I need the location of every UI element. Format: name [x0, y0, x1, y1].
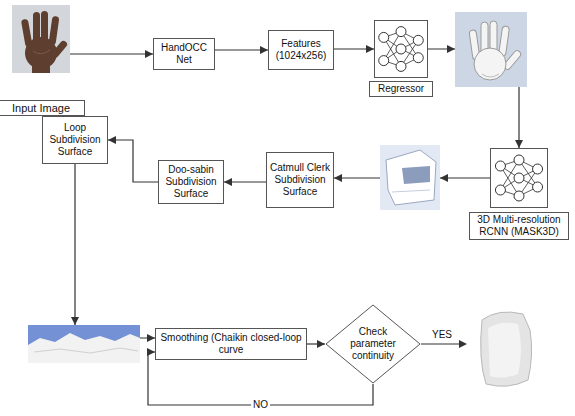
- node-label: 3D Multi-resolution RCNN (MASK3D): [469, 212, 569, 240]
- flow-arrow: [334, 48, 374, 49]
- node-text: Features (1024x256): [272, 38, 330, 62]
- drawing-part: [481, 312, 532, 386]
- drawing-part: [491, 149, 548, 208]
- drawing-part: [28, 333, 140, 363]
- drawing-part: [32, 63, 50, 73]
- drawing-part: [379, 56, 389, 66]
- node-text: Doo-sabin Subdivision Surface: [162, 164, 220, 200]
- network-symbol: [490, 148, 548, 208]
- process-box: Features (1024x256): [268, 30, 334, 70]
- flow-arrow: [215, 49, 268, 50]
- drawing-part: [12, 5, 70, 73]
- drawing-part: [375, 21, 428, 78]
- edge-label: NO: [251, 399, 270, 411]
- arrow-head: [459, 340, 467, 348]
- flow-arrow: [75, 164, 155, 338]
- drawing-part: [402, 166, 430, 184]
- drawing-part: [379, 32, 389, 42]
- branch-label: YES: [430, 329, 454, 341]
- network-symbol: [374, 20, 428, 78]
- drawing-part: [514, 155, 524, 165]
- drawing-part: [380, 145, 440, 210]
- drawing-part: [396, 61, 406, 71]
- mask-render: [380, 145, 440, 210]
- hand-mesh-render: [455, 12, 527, 87]
- flow-arrow: [108, 140, 158, 182]
- surface-render: [28, 325, 140, 363]
- node-text: Smoothing (Chaikin closed-loop curve: [159, 332, 303, 356]
- node-label: Input Image: [0, 100, 85, 116]
- drawing-part: [533, 164, 543, 174]
- node-text: HandOCC Net: [157, 42, 211, 66]
- node-text: Loop Subdivision Surface: [46, 122, 104, 158]
- arrow-head: [440, 174, 448, 182]
- drawing-part: [455, 12, 527, 87]
- drawing-part: [474, 48, 506, 80]
- drawing-part: [514, 191, 524, 201]
- drawing-part: [33, 50, 50, 54]
- drawing-part: [413, 53, 423, 63]
- drawing-part: [514, 173, 524, 183]
- final-render: [481, 312, 532, 386]
- process-box: Loop Subdivision Surface: [42, 116, 108, 164]
- input-photo: Input Image: [12, 5, 70, 73]
- process-box: Catmull Clerk Subdivision Surface: [266, 152, 334, 208]
- drawing-part: [326, 305, 420, 383]
- flow-arrow: [224, 181, 266, 182]
- arrow-head: [71, 317, 79, 325]
- drawing-part: [533, 182, 543, 192]
- drawing-part: [392, 190, 430, 192]
- arrow-head: [447, 45, 455, 53]
- network-icon: 3D Multi-resolution RCNN (MASK3D): [490, 148, 548, 208]
- process-box: HandOCC Net: [153, 38, 215, 70]
- hand-photo: [12, 5, 70, 73]
- drawing-part: [495, 185, 505, 195]
- drawing-part: [482, 74, 499, 77]
- drawing-part: [495, 161, 505, 171]
- node-label: Regressor: [369, 81, 433, 97]
- network-icon: Regressor: [374, 20, 428, 78]
- node-text: Check parameter continuity: [343, 326, 403, 362]
- drawing-part: [34, 348, 138, 353]
- drawing-part: [396, 27, 406, 37]
- decision-diamond: Check parameter continuity: [325, 304, 421, 384]
- drawing-part: [386, 150, 436, 205]
- flow-arrow: [70, 53, 153, 54]
- node-text: Catmull Clerk Subdivision Surface: [270, 162, 330, 198]
- drawing-part: [396, 44, 406, 54]
- yes-arrow: [421, 343, 460, 344]
- drawing-part: [28, 325, 140, 363]
- process-box: Smoothing (Chaikin closed-loop curve: [155, 328, 307, 360]
- process-box: Doo-sabin Subdivision Surface: [158, 160, 224, 204]
- drawing-part: [488, 323, 521, 378]
- flow-arrow: [307, 343, 325, 344]
- drawing-part: [413, 35, 423, 45]
